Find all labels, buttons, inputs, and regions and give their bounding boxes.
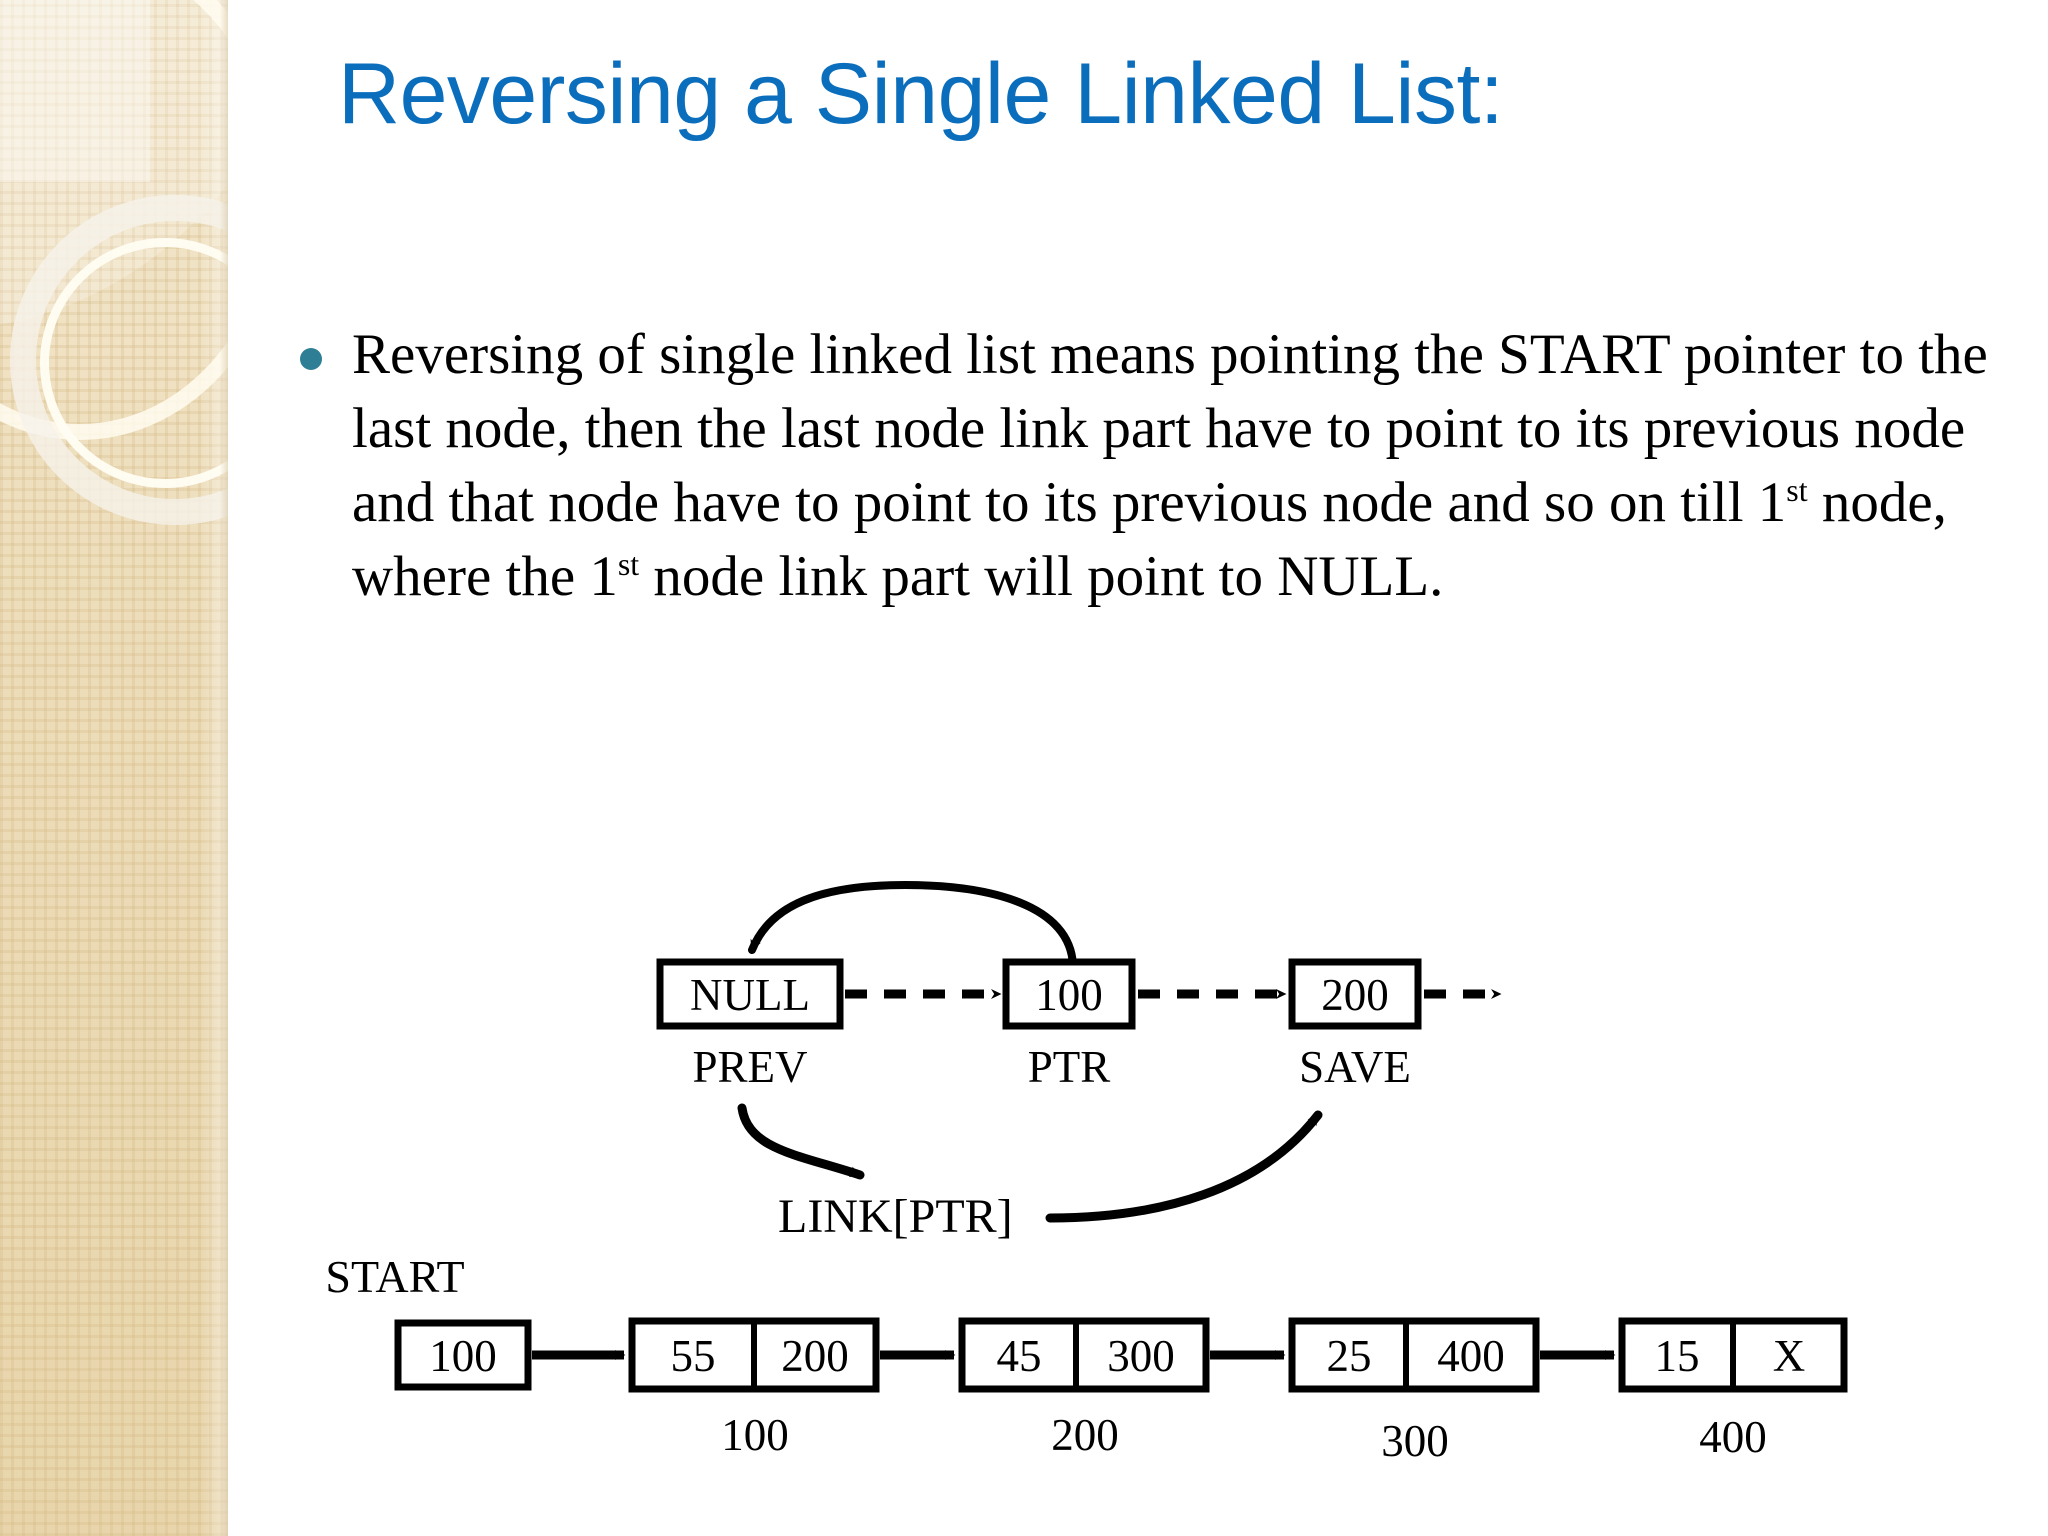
list-node-1-link: 200 bbox=[781, 1331, 849, 1381]
prev-back-link-arrow bbox=[748, 880, 1077, 969]
paragraph-segment-2: node, where the 1 bbox=[352, 471, 1947, 609]
list-node-2-link: 300 bbox=[1107, 1331, 1175, 1381]
pointer-box-prev: NULL PREV bbox=[656, 958, 844, 1092]
pointer-box-ptr: 100 PTR bbox=[1002, 958, 1136, 1092]
pointer-box-ptr-value: 100 bbox=[1035, 970, 1103, 1020]
body-paragraph: Reversing of single linked list means po… bbox=[352, 318, 2000, 614]
paragraph-segment-1: Reversing of single linked list means po… bbox=[352, 323, 1988, 535]
page-title: Reversing a Single Linked List: bbox=[338, 46, 1504, 142]
prev-to-linkptr-arrow bbox=[737, 1103, 865, 1180]
sidebar-ring-small-icon bbox=[40, 238, 228, 488]
pointer-state-diagram: NULL PREV 100 PTR 200 SAVE LINK[PTR] bbox=[656, 880, 1502, 1243]
bullet-paragraph-row: Reversing of single linked list means po… bbox=[300, 318, 2000, 614]
list-node-2: 45 300 200 bbox=[958, 1317, 1210, 1460]
pointer-box-prev-value: NULL bbox=[690, 970, 810, 1020]
pointer-box-ptr-label: PTR bbox=[1028, 1042, 1111, 1092]
list-node-4-data: 15 bbox=[1655, 1331, 1700, 1381]
start-pointer-box bbox=[394, 1319, 532, 1391]
list-node-4: 15 X 400 bbox=[1618, 1317, 1848, 1462]
pointer-box-prev-label: PREV bbox=[692, 1042, 807, 1092]
paragraph-segment-3: node link part will point to NULL. bbox=[639, 545, 1444, 609]
ordinal-suffix-1: st bbox=[1786, 473, 1808, 509]
pointer-box-save-label: SAVE bbox=[1299, 1042, 1411, 1092]
list-node-3-link: 400 bbox=[1437, 1331, 1505, 1381]
list-node-3: 25 400 300 bbox=[1288, 1317, 1540, 1466]
list-node-4-address: 400 bbox=[1699, 1412, 1767, 1462]
bullet-dot-icon bbox=[300, 348, 322, 370]
linkptr-to-save-arrow bbox=[1045, 1110, 1323, 1223]
list-node-1: 55 200 100 bbox=[628, 1317, 880, 1460]
decorative-sidebar bbox=[0, 0, 228, 1536]
list-node-3-data: 25 bbox=[1327, 1331, 1372, 1381]
list-node-3-address: 300 bbox=[1381, 1416, 1449, 1466]
linked-list-diagram: START 100 55 200 100 45 300 200 25 400 bbox=[325, 1251, 1848, 1466]
ordinal-suffix-2: st bbox=[617, 547, 640, 583]
list-node-1-data: 55 bbox=[671, 1331, 716, 1381]
list-node-4-link: X bbox=[1773, 1331, 1806, 1381]
list-node-1-address: 100 bbox=[721, 1410, 789, 1460]
start-label: START bbox=[325, 1251, 464, 1302]
list-node-2-data: 45 bbox=[997, 1331, 1042, 1381]
link-ptr-label: LINK[PTR] bbox=[778, 1190, 1013, 1243]
start-pointer-value: 100 bbox=[429, 1331, 497, 1381]
sidebar-edge-shadow bbox=[220, 0, 228, 1536]
pointer-box-save-value: 200 bbox=[1321, 970, 1389, 1020]
pointer-box-save: 200 SAVE bbox=[1288, 958, 1422, 1092]
list-node-2-address: 200 bbox=[1051, 1410, 1119, 1460]
